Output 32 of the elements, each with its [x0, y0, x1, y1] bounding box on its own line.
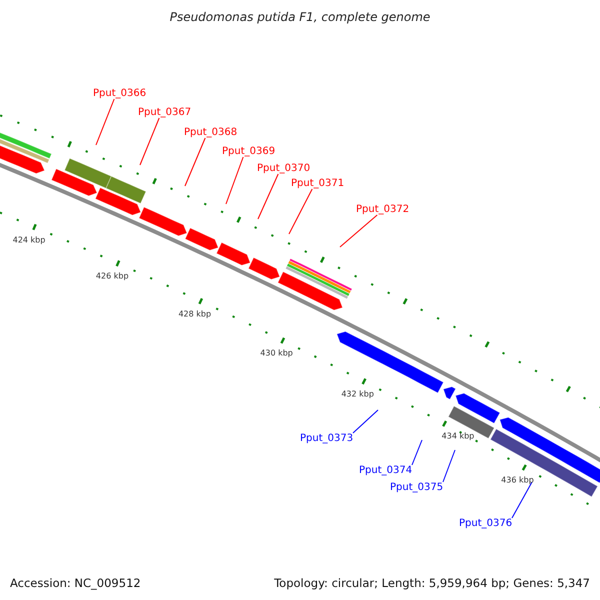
leader-line: [226, 156, 244, 204]
position-label: 424 kbp: [12, 235, 46, 244]
position-label: 426 kbp: [96, 272, 129, 281]
gene-label: Pput_0374: [359, 465, 412, 476]
leader-line: [140, 118, 160, 166]
leader-line: [340, 214, 378, 248]
gene-label: Pput_0376: [459, 518, 512, 529]
position-label: 432 kbp: [341, 389, 374, 398]
title: Pseudomonas putida F1, complete genome: [170, 10, 430, 24]
gene-label: Pput_0369: [222, 146, 276, 157]
gene-label: Pput_0366: [93, 88, 146, 99]
gene-label: Pput_0368: [184, 127, 238, 138]
gene-label: Pput_0375: [390, 482, 444, 493]
leader-line: [96, 98, 115, 146]
genome-stats-text: Topology: circular; Length: 5,959,964 bp; Genes: 5,347: [274, 576, 590, 590]
leader-line: [352, 410, 378, 434]
leader-line: [258, 174, 279, 220]
position-label: 428 kbp: [178, 309, 212, 318]
leader-line: [512, 482, 532, 518]
leader-line: [288, 188, 313, 234]
accession-text: Accession: NC_009512: [10, 576, 141, 590]
leader-line: [412, 440, 422, 466]
gene-label: Pput_0367: [138, 107, 192, 118]
position-label: 430 kbp: [260, 348, 293, 358]
gene-label: Pput_0373: [300, 433, 354, 444]
position-label: 436 kbp: [501, 475, 534, 484]
gene-label: Pput_0372: [356, 204, 410, 215]
leader-line: [184, 138, 206, 186]
gene-label: Pput_0370: [257, 163, 310, 174]
leader-line: [442, 450, 456, 482]
position-label: 434 kbp: [442, 432, 474, 441]
gene-label: Pput_0371: [291, 178, 344, 189]
